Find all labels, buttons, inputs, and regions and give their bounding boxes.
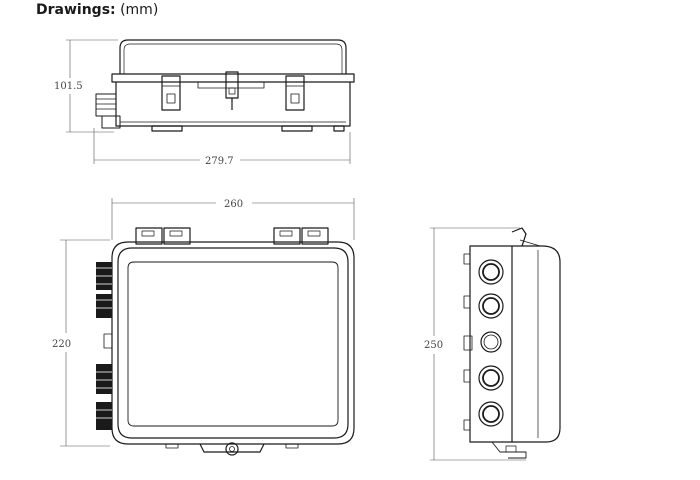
side-hinge-top — [511, 227, 527, 247]
side-gland-1 — [478, 259, 504, 285]
side-plug — [103, 333, 113, 349]
front-width-dimension — [111, 198, 355, 240]
side-height-dimension — [430, 227, 526, 461]
side-gland-3 — [480, 331, 502, 353]
top-width-dimension — [93, 128, 351, 164]
latch-left — [161, 75, 181, 111]
side-height-label: 250 — [424, 340, 443, 351]
front-lid-outline — [117, 247, 349, 439]
gland-ribs — [96, 267, 112, 419]
foot — [333, 125, 345, 132]
front-cable-glands — [96, 262, 112, 430]
top-view — [66, 39, 355, 164]
front-width-label: 260 — [224, 199, 243, 210]
top-height-label: 101.5 — [54, 81, 83, 92]
side-gland-4 — [478, 365, 504, 391]
front-height-label: 220 — [52, 339, 71, 350]
units-label: (mm) — [120, 2, 159, 18]
front-height-dimension — [60, 239, 110, 447]
lid-outline — [119, 39, 347, 74]
front-outer-outline — [111, 241, 355, 445]
side-body — [469, 245, 513, 443]
front-bottom-lock — [165, 442, 299, 456]
side-lid — [512, 245, 561, 443]
base-outline — [115, 82, 351, 127]
cable-gland-side — [95, 93, 121, 129]
front-lid-panel — [127, 261, 339, 427]
flange-outline — [111, 73, 355, 83]
center-hasp — [197, 71, 265, 110]
top-height-dimension — [66, 39, 118, 133]
side-bottom-latch — [491, 441, 527, 459]
foot — [151, 125, 183, 132]
front-latch-tabs — [135, 227, 329, 245]
top-width-label: 279.7 — [205, 156, 234, 167]
side-view — [430, 227, 561, 461]
foot — [281, 125, 313, 132]
drawings-label: Drawings: — [36, 2, 116, 18]
side-gland-5 — [478, 401, 504, 427]
latch-right — [285, 75, 305, 111]
side-gland-2 — [478, 293, 504, 319]
drawings-heading: Drawings: (mm) — [36, 1, 158, 19]
front-view — [60, 198, 355, 456]
